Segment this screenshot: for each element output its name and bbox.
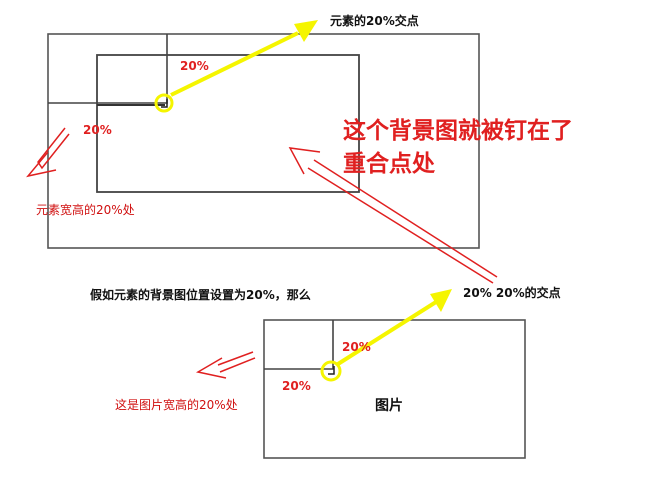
label-image-title: 图片 bbox=[375, 397, 403, 414]
coincidence-point-circle bbox=[154, 93, 174, 113]
label-element-wh: 元素宽高的20%处 bbox=[36, 202, 135, 217]
label-intersection: 20% 20%的交点 bbox=[463, 285, 561, 300]
element-box bbox=[47, 33, 480, 249]
yellow-arrow-upper bbox=[170, 20, 318, 97]
label-if-position: 假如元素的背景图位置设置为20%，那么 bbox=[90, 287, 311, 302]
red-arrow-element bbox=[26, 127, 70, 178]
label-image-pct-top: 20% bbox=[180, 59, 209, 73]
label-pinned-line2: 重合点处 bbox=[343, 150, 435, 177]
red-arrow-image bbox=[195, 351, 256, 379]
label-image-wh: 这是图片宽高的20%处 bbox=[115, 397, 238, 412]
image-box-upper bbox=[96, 54, 360, 193]
red-arrow-long bbox=[288, 147, 498, 284]
intersection-mark bbox=[328, 366, 335, 375]
coincidence-point-mark bbox=[161, 99, 168, 108]
label-pct-left-2: 20% bbox=[282, 379, 311, 393]
image-box-lower bbox=[263, 319, 526, 459]
label-pinned-line1: 这个背景图就被钉在了 bbox=[343, 117, 573, 144]
label-element-corner: 元素的20%交点 bbox=[330, 13, 419, 28]
intersection-circle bbox=[320, 360, 342, 382]
label-pct-top-2: 20% bbox=[342, 340, 371, 354]
image-20pct-lines-lower bbox=[264, 320, 334, 370]
element-20pct-lines bbox=[48, 34, 168, 104]
label-element-pct-left: 20% bbox=[83, 123, 112, 137]
yellow-arrow-lower bbox=[336, 289, 452, 366]
